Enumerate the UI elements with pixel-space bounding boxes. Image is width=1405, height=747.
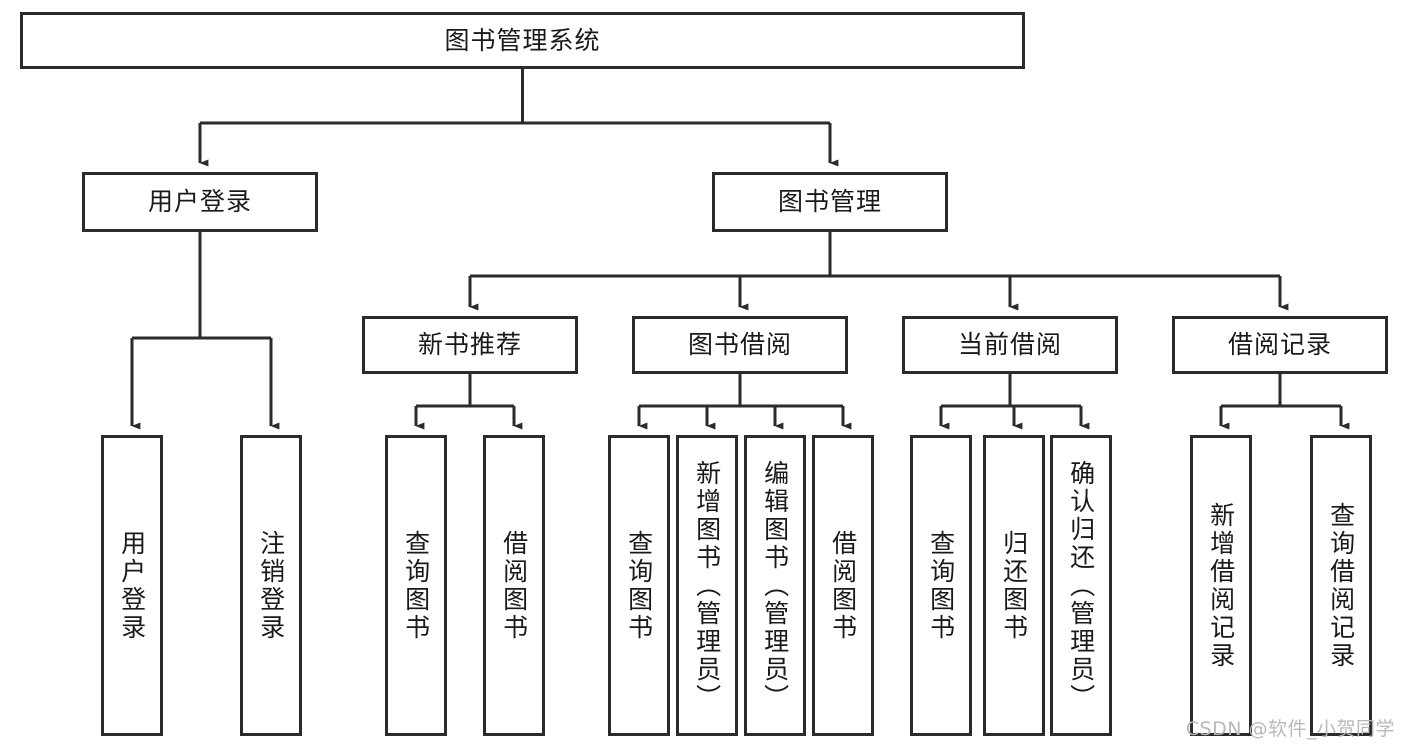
node-leaf-confirm-return[interactable]: 确认归还（管理员） <box>1050 435 1112 736</box>
node-label: 图书管理系统 <box>444 25 601 55</box>
node-label: 新增图书（管理员） <box>692 459 722 712</box>
node-label: 图书借阅 <box>687 330 792 359</box>
node-label: 查询借阅记录 <box>1326 501 1356 670</box>
node-book-manage[interactable]: 图书管理 <box>712 172 948 232</box>
node-label: 借阅记录 <box>1227 330 1332 359</box>
node-label: 图书管理 <box>777 187 882 216</box>
node-leaf-query-book-b[interactable]: 查询图书 <box>608 435 670 736</box>
node-label: 查询图书 <box>624 529 654 642</box>
node-leaf-query-book-a[interactable]: 查询图书 <box>385 435 447 736</box>
node-label: 注销登录 <box>256 529 286 642</box>
node-label: 当前借阅 <box>957 330 1062 359</box>
node-leaf-query-book-c[interactable]: 查询图书 <box>910 435 972 736</box>
node-leaf-return-book[interactable]: 归还图书 <box>983 435 1045 736</box>
node-leaf-edit-book[interactable]: 编辑图书（管理员） <box>744 435 806 736</box>
node-label: 确认归还（管理员） <box>1066 459 1096 712</box>
node-label: 编辑图书（管理员） <box>760 459 790 712</box>
node-label: 用户登录 <box>117 529 147 642</box>
node-leaf-query-record[interactable]: 查询借阅记录 <box>1310 435 1372 736</box>
node-new-book-recommend[interactable]: 新书推荐 <box>362 316 578 374</box>
node-leaf-user-login[interactable]: 用户登录 <box>101 435 163 736</box>
node-label: 用户登录 <box>147 187 252 216</box>
node-label: 借阅图书 <box>499 529 529 642</box>
node-leaf-add-record[interactable]: 新增借阅记录 <box>1190 435 1252 736</box>
node-label: 查询图书 <box>401 529 431 642</box>
node-leaf-add-book[interactable]: 新增图书（管理员） <box>676 435 738 736</box>
node-current-borrow[interactable]: 当前借阅 <box>902 316 1118 374</box>
node-root[interactable]: 图书管理系统 <box>20 12 1025 69</box>
node-borrow-record[interactable]: 借阅记录 <box>1172 316 1388 374</box>
node-leaf-logout[interactable]: 注销登录 <box>240 435 302 736</box>
watermark-text: CSDN @软件_小贺同学 <box>1185 718 1395 740</box>
node-leaf-borrow-book-b[interactable]: 借阅图书 <box>812 435 874 736</box>
node-book-borrow[interactable]: 图书借阅 <box>632 316 848 374</box>
node-label: 新增借阅记录 <box>1206 501 1236 670</box>
node-label: 借阅图书 <box>828 529 858 642</box>
node-label: 归还图书 <box>999 529 1029 642</box>
node-user-login[interactable]: 用户登录 <box>82 172 318 232</box>
node-leaf-borrow-book-a[interactable]: 借阅图书 <box>483 435 545 736</box>
node-label: 查询图书 <box>926 529 956 642</box>
node-label: 新书推荐 <box>417 330 522 359</box>
